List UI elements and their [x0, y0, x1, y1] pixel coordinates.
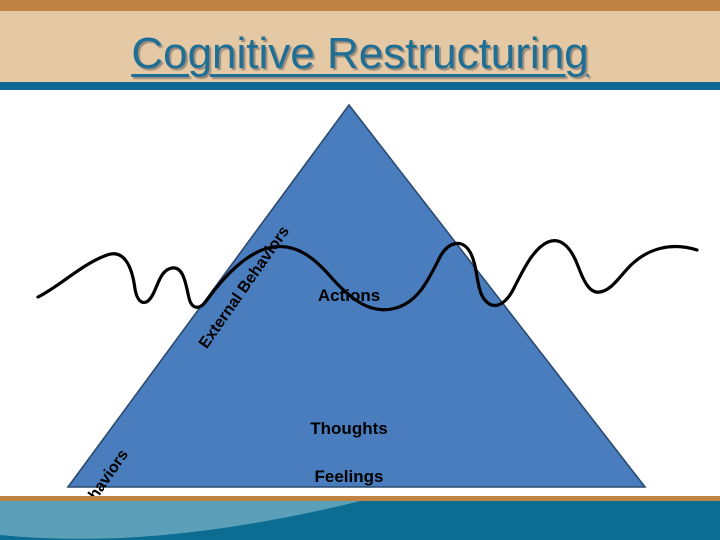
footer-area: 12: [0, 490, 720, 540]
pyramid-label-actions: Actions: [317, 286, 381, 305]
page-title: Cognitive Restructuring: [131, 29, 589, 78]
pyramid-diagram-svg: [36, 103, 699, 488]
footer-graphic: [0, 496, 720, 540]
waterline-wave-path: [36, 239, 699, 312]
footer-wave-shape: [0, 501, 360, 539]
header-divider-rule: [0, 82, 720, 90]
pyramid-label-feelings: Feelings: [314, 467, 384, 486]
footer-orange-rule: [0, 496, 720, 501]
header-top-band: [0, 0, 720, 11]
diagram-area: Actions Thoughts Feelings Attitudes/Beli…: [0, 90, 720, 540]
header-beige-band: [0, 11, 720, 82]
pyramid-label-thoughts: Thoughts: [310, 419, 388, 438]
